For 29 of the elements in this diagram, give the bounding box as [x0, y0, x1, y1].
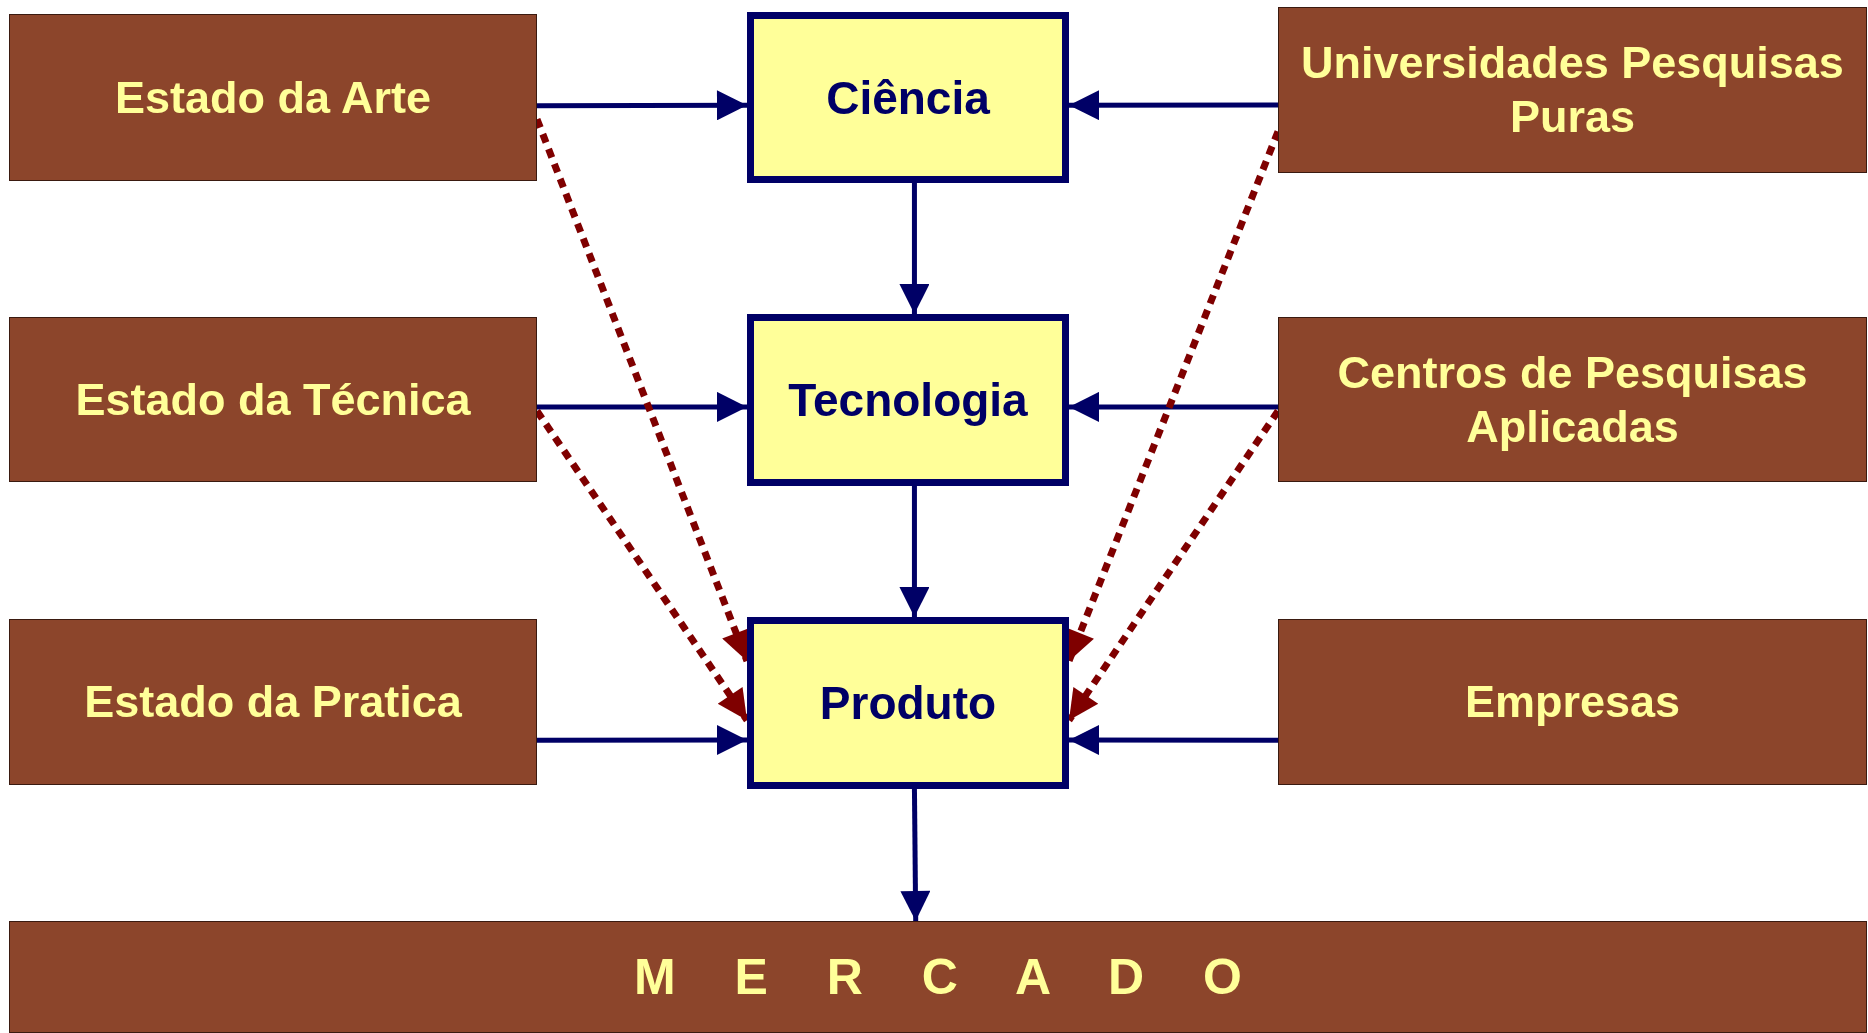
box-label: Produto: [819, 676, 997, 730]
market-band: [9, 921, 1867, 1033]
box-label: Empresas: [1464, 675, 1681, 729]
box-label: Tecnologia: [788, 373, 1028, 427]
box-label: Ciência: [826, 70, 990, 125]
source-box: [9, 14, 537, 181]
box-label: Estado da Pratica: [84, 675, 462, 729]
source-box: [1278, 317, 1867, 482]
box-label: Estado da Técnica: [75, 372, 471, 427]
arrow: [537, 725, 747, 755]
box-label: Universidades Pesquisas Puras: [1300, 36, 1845, 144]
arrow: [1069, 90, 1278, 121]
box-label: M E R C A D O: [634, 948, 1242, 1007]
arrow: [1069, 391, 1278, 422]
arrow: [1069, 725, 1278, 755]
arrow: [537, 90, 747, 121]
source-box: [1278, 619, 1867, 785]
arrow: [537, 391, 747, 422]
process-box: [747, 617, 1069, 789]
source-box: [9, 619, 537, 785]
process-box: [747, 12, 1069, 183]
arrow: [900, 788, 931, 921]
box-label: Estado da Arte: [115, 70, 431, 125]
source-box: [1278, 7, 1867, 173]
arrow: [899, 183, 930, 314]
arrow: [899, 486, 930, 617]
source-box: [9, 317, 537, 482]
process-box: [747, 314, 1069, 486]
box-label: Centros de Pesquisas Aplicadas: [1336, 345, 1809, 454]
